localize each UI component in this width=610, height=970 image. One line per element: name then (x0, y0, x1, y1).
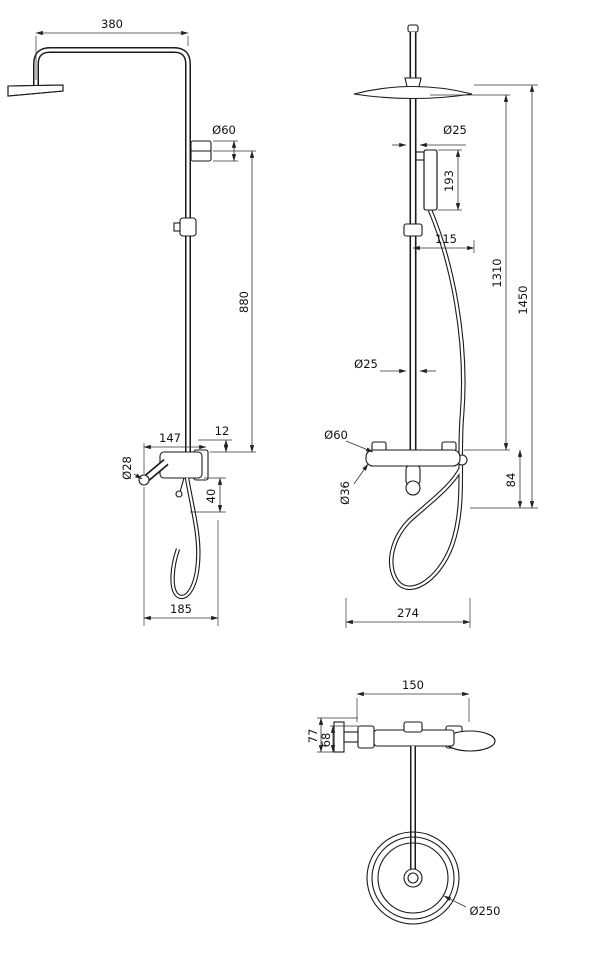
dim-label-40: 40 (204, 489, 218, 504)
dim-front-dia36: Ø36 (338, 463, 369, 505)
dim-top-dia250: Ø250 (443, 895, 501, 918)
mixer-body-side (138, 449, 209, 498)
dim-side-12: 12 (198, 424, 232, 453)
dim-front-dia25-top: Ø25 (392, 123, 467, 148)
dim-label-1450: 1450 (516, 285, 530, 314)
dim-label-274: 274 (397, 606, 419, 620)
hand-shower-hose-front (389, 209, 466, 590)
dim-label-193: 193 (442, 170, 456, 192)
overhead-shower-side (7, 84, 64, 97)
side-view: 380 Ø60 880 12 147 (7, 17, 256, 626)
diverter-knob-side (190, 140, 212, 162)
front-view: Ø25 193 115 1310 1450 (324, 24, 538, 628)
top-view: 150 77 68 Ø250 (306, 678, 501, 925)
dim-label-12: 12 (215, 424, 230, 438)
dim-front-1310: 1310 (430, 94, 510, 451)
dim-side-185: 185 (143, 487, 219, 626)
hand-shower-front (415, 149, 438, 211)
dim-label-380: 380 (101, 17, 123, 31)
dim-label-dia60-side: Ø60 (212, 123, 236, 137)
dim-side-dia28: Ø28 (120, 456, 143, 480)
dim-label-68: 68 (319, 733, 333, 748)
dim-front-193: 193 (438, 149, 462, 211)
dim-label-dia28: Ø28 (120, 456, 134, 480)
dim-label-dia60-front: Ø60 (324, 428, 348, 442)
dim-side-147: 147 (143, 431, 207, 474)
dim-front-dia60: Ø60 (324, 428, 374, 453)
dim-label-dia25-top: Ø25 (443, 123, 467, 137)
dim-label-77: 77 (306, 729, 320, 744)
dim-front-115: 115 (412, 232, 475, 253)
dim-side-dia60: Ø60 (212, 123, 238, 162)
dim-front-274: 274 (345, 598, 471, 628)
mixer-front (365, 441, 468, 496)
dim-label-115: 115 (435, 232, 457, 246)
dim-label-dia250: Ø250 (469, 904, 500, 918)
dim-label-dia36: Ø36 (338, 481, 352, 505)
dim-label-147: 147 (159, 431, 181, 445)
riser-pipe-front (407, 24, 419, 452)
dim-front-dia25-mid: Ø25 (354, 357, 436, 374)
dim-side-380: 380 (35, 17, 189, 80)
overhead-shower-front (353, 77, 473, 100)
overhead-shower-plan (366, 831, 460, 925)
dim-label-84: 84 (504, 473, 518, 488)
dim-side-880: 880 (210, 150, 256, 453)
mixer-plan (333, 721, 496, 753)
hand-shower-hose-side (170, 477, 201, 599)
dim-front-1450: 1450 (470, 84, 538, 509)
dim-label-dia25-mid: Ø25 (354, 357, 378, 371)
slider-bracket-front (403, 223, 423, 237)
dim-top-150: 150 (356, 678, 470, 722)
shower-arm-and-riser-side (33, 47, 191, 456)
slider-bracket-side (173, 217, 197, 237)
dim-side-40: 40 (190, 477, 226, 513)
dim-label-880: 880 (237, 291, 251, 313)
dim-label-185: 185 (170, 602, 192, 616)
dim-label-1310: 1310 (490, 258, 504, 287)
dim-front-84: 84 (504, 449, 523, 509)
dim-top-68: 68 (319, 725, 358, 753)
dim-label-150: 150 (402, 678, 424, 692)
